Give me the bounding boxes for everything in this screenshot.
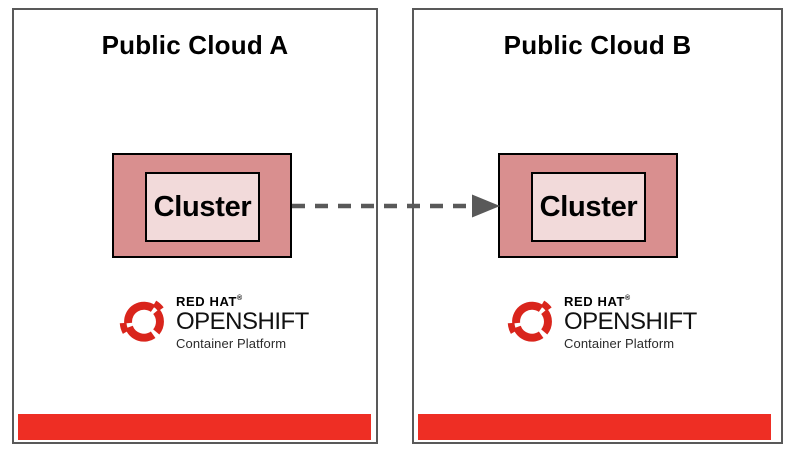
- registered-mark: ®: [237, 295, 243, 302]
- openshift-ring-icon: [507, 300, 552, 342]
- cloud-b-title: Public Cloud B: [503, 30, 692, 60]
- openshift-logo-a: RED HAT® OPENSHIFT Container Platform: [118, 291, 309, 350]
- openshift-logo-b: RED HAT® OPENSHIFT Container Platform: [506, 291, 697, 350]
- openshift-ring-icon: [119, 300, 164, 342]
- cloud-a-title: Public Cloud A: [101, 30, 289, 60]
- public-cloud-b-box: Public Cloud B Cluster RED HAT® OPENSHIF…: [412, 8, 783, 444]
- registered-mark: ®: [625, 295, 631, 302]
- cluster-inner-box-a: Cluster: [145, 172, 260, 242]
- redhat-brand-label: RED HAT: [176, 294, 238, 309]
- openshift-product-text: OPENSHIFT: [564, 308, 697, 335]
- container-platform-text: Container Platform: [176, 336, 287, 351]
- container-platform-text: Container Platform: [564, 336, 675, 351]
- openshift-product-text: OPENSHIFT: [176, 308, 309, 335]
- redhat-brand-text: RED HAT®: [564, 295, 697, 308]
- red-accent-bar-b: [418, 414, 771, 440]
- cluster-box-a: Cluster: [112, 153, 292, 258]
- openshift-logo-text: RED HAT® OPENSHIFT Container Platform: [176, 291, 309, 350]
- cluster-inner-box-b: Cluster: [531, 172, 646, 242]
- cluster-label-a: Cluster: [153, 190, 252, 223]
- public-cloud-a-box: Public Cloud A Cluster RED HAT® OPENSHIF…: [12, 8, 378, 444]
- red-accent-bar-a: [18, 414, 371, 440]
- redhat-brand-label: RED HAT: [564, 294, 626, 309]
- migration-arrow: [292, 194, 500, 218]
- cluster-box-b: Cluster: [498, 153, 678, 258]
- redhat-brand-text: RED HAT®: [176, 295, 309, 308]
- openshift-logo-text: RED HAT® OPENSHIFT Container Platform: [564, 291, 697, 350]
- cluster-label-b: Cluster: [539, 190, 638, 223]
